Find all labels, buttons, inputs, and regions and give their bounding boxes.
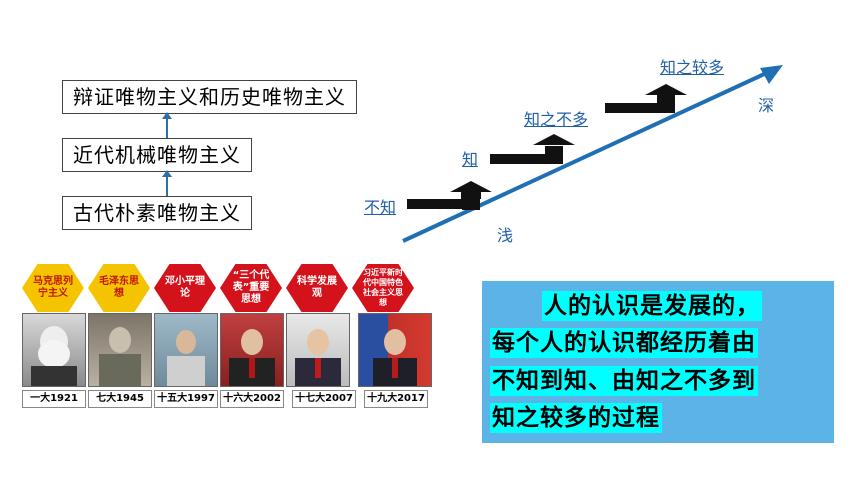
up-arrow-icon (162, 112, 172, 140)
diagonal-arrow-head (760, 65, 783, 84)
note-line-1: 人的认识是发展的， (542, 291, 762, 321)
portrait-image-3 (154, 313, 218, 387)
up-arrow-icon (162, 170, 172, 196)
theory-caption-6: 十九大2017 (364, 390, 428, 408)
theory-caption-2: 七大1945 (88, 390, 152, 408)
step-riser-1 (462, 198, 480, 210)
step-up-arrow-icon-2 (533, 134, 575, 145)
materialism-box-middle: 近代机械唯物主义 (62, 138, 252, 172)
theory-hex-2: 毛泽东思想 (88, 264, 150, 312)
portrait-image-2 (88, 313, 152, 387)
portrait-image-1 (22, 313, 86, 387)
note-line-4: 知之较多的过程 (490, 403, 662, 433)
step-up-arrow-icon-3 (645, 84, 687, 95)
theory-hex-4: “三个代表”重要思想 (220, 264, 282, 312)
theory-hex-6: 习近平新时代中国特色社会主义思想 (352, 264, 414, 312)
theory-hex-5: 科学发展观 (286, 264, 348, 312)
cognition-staircase (402, 65, 783, 243)
summary-note-panel: 人的认识是发展的， 每个人的认识都经历着由 不知到知、由知之不多到 知之较多的过… (482, 281, 834, 443)
portrait-image-5 (286, 313, 350, 387)
stair-label-know: 知 (462, 150, 479, 169)
step-bar-1 (407, 199, 462, 209)
step-bar-3 (605, 103, 657, 113)
portrait-image-4 (220, 313, 284, 387)
stair-label-know-little: 知之不多 (524, 110, 589, 129)
portrait-image-6 (358, 313, 432, 387)
theory-hex-3: 邓小平理论 (154, 264, 216, 312)
step-bar-2 (490, 154, 545, 164)
stair-label-unknown: 不知 (364, 198, 397, 217)
theory-caption-5: 十七大2007 (292, 390, 356, 408)
materialism-box-bottom: 古代朴素唯物主义 (62, 196, 252, 230)
step-riser-2 (545, 146, 563, 164)
materialism-box-top: 辩证唯物主义和历史唯物主义 (62, 80, 357, 114)
step-riser-3 (657, 95, 675, 113)
theory-hex-1: 马克思列宁主义 (22, 264, 84, 312)
theory-caption-1: 一大1921 (22, 390, 86, 408)
theory-caption-3: 十五大1997 (154, 390, 218, 408)
note-line-3: 不知到知、由知之不多到 (490, 366, 758, 396)
stair-label-know-more: 知之较多 (660, 58, 725, 77)
depth-label-deep: 深 (758, 96, 775, 115)
theory-caption-4: 十六大2002 (220, 390, 284, 408)
note-line-2: 每个人的认识都经历着由 (490, 328, 758, 358)
diagonal-arrow-line (402, 68, 774, 243)
depth-label-shallow: 浅 (497, 226, 514, 245)
step-up-arrow-icon-1 (450, 181, 492, 192)
